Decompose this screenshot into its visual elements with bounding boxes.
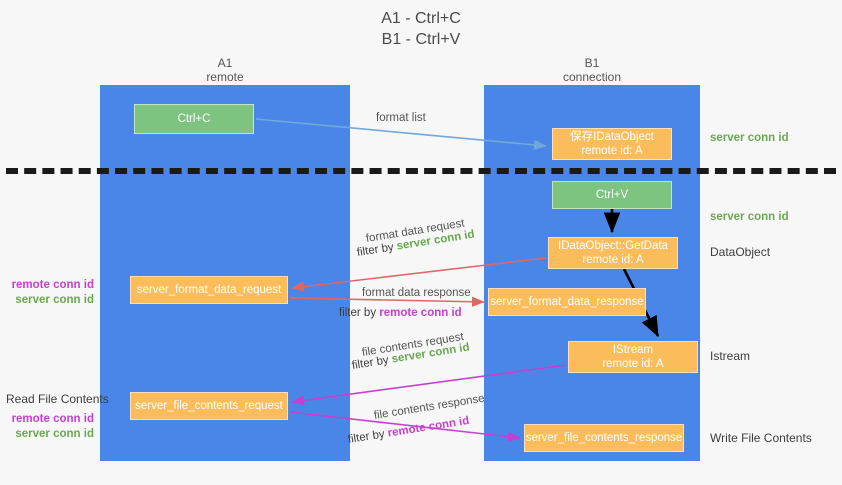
note-remote-conn-id-bottom: remote conn id	[11, 413, 94, 425]
box-istream[interactable]: IStream remote id: A	[568, 341, 698, 373]
note-istream: Istream	[710, 349, 751, 363]
box-server-format-data-response-label: server_format_data_response	[490, 296, 644, 308]
page-title: A1 - Ctrl+C B1 - Ctrl+V	[0, 8, 842, 50]
lane-header-b1-role: connection	[562, 70, 622, 84]
note-server-conn-id-bottom: server conn id	[15, 428, 94, 440]
edge-label-format-data-response-text: format data response	[362, 287, 471, 299]
note-left-conn-ids-bottom: remote conn id server conn id	[6, 412, 94, 442]
edge-label-format-list: format list	[376, 110, 426, 126]
note-server-conn-id-top: server conn id	[710, 132, 789, 144]
box-istream-line2: remote id: A	[602, 358, 664, 370]
note-write-file-contents: Write File Contents	[710, 431, 812, 445]
edge-label-format-data-response-filter: filter by remote conn id	[339, 305, 462, 321]
box-save-idataobject-line1: 保存IDataObject	[570, 131, 654, 143]
title-line-2: B1 - Ctrl+V	[381, 31, 461, 48]
filter-prefix: filter by	[356, 240, 398, 259]
box-server-file-contents-request[interactable]: server_file_contents_request	[130, 392, 288, 420]
box-server-format-data-request[interactable]: server_format_data_request	[130, 276, 288, 304]
phase-divider	[6, 168, 836, 174]
box-save-idataobject[interactable]: 保存IDataObject remote id: A	[552, 128, 672, 160]
note-server-conn-id-top-left: server conn id	[15, 294, 94, 306]
note-remote-conn-id-top: remote conn id	[11, 279, 94, 291]
filter-prefix: filter by	[347, 427, 389, 446]
edge-label-format-list-text: format list	[376, 112, 426, 124]
edge-label-format-data-response: format data response	[362, 285, 471, 301]
filter-prefix: filter by	[339, 307, 380, 319]
box-server-file-contents-response-label: server_file_contents_response	[525, 432, 683, 444]
lane-header-b1-name: B1	[584, 56, 600, 70]
box-idataobject-getdata-line1: IDataObject::GetData	[558, 240, 668, 252]
box-server-file-contents-response[interactable]: server_file_contents_response	[524, 424, 684, 452]
lane-header-a1: A1 remote	[100, 56, 350, 84]
box-ctrl-v-label: Ctrl+V	[595, 189, 629, 201]
title-line-1: A1 - Ctrl+C	[381, 10, 461, 27]
box-ctrl-c-label: Ctrl+C	[177, 113, 211, 125]
lane-header-b1: B1 connection	[484, 56, 700, 84]
lane-header-a1-name: A1	[217, 56, 233, 70]
note-read-file-contents: Read File Contents	[6, 392, 109, 406]
box-server-format-data-response[interactable]: server_format_data_response	[488, 288, 646, 316]
box-idataobject-getdata[interactable]: IDataObject::GetData remote id: A	[548, 237, 678, 269]
note-left-conn-ids-top: remote conn id server conn id	[6, 278, 94, 308]
box-istream-line1: IStream	[612, 344, 654, 356]
box-save-idataobject-line2: remote id: A	[581, 145, 643, 157]
note-dataobject: DataObject	[710, 245, 771, 259]
box-ctrl-c[interactable]: Ctrl+C	[134, 104, 254, 134]
box-idataobject-getdata-line2: remote id: A	[582, 254, 644, 266]
box-server-format-data-request-label: server_format_data_request	[136, 284, 282, 296]
lane-header-a1-role: remote	[206, 70, 244, 84]
filter-prefix: filter by	[351, 353, 393, 372]
box-server-file-contents-request-label: server_file_contents_request	[135, 400, 283, 412]
box-ctrl-v[interactable]: Ctrl+V	[552, 181, 672, 209]
filter-key-remote-conn-id: remote conn id	[379, 307, 462, 319]
note-server-conn-id-mid: server conn id	[710, 211, 789, 223]
